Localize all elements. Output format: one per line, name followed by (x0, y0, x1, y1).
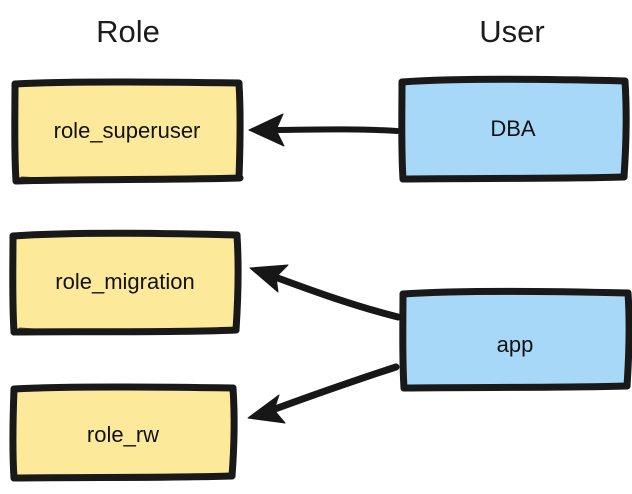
node-role-migration[interactable]: role_migration (9, 229, 242, 336)
node-role-migration-edge-right (232, 231, 242, 334)
node-dba-edge-left (398, 78, 407, 183)
node-role-rw[interactable]: role_rw (9, 383, 238, 482)
node-app-label: app (497, 332, 534, 357)
edge-app-to-role-migration-line (271, 273, 402, 321)
edge-app-to-role-rw-line (271, 363, 400, 413)
node-role-migration-edge-top (9, 229, 241, 240)
node-role-superuser-label: role_superuser (54, 118, 201, 143)
node-app[interactable]: app (399, 287, 632, 392)
edge-app-to-role-migration-arrowhead (249, 264, 289, 293)
node-role-rw-edge-top (10, 383, 237, 393)
node-role-rw-label: role_rw (87, 422, 159, 447)
node-role-migration-label: role_migration (55, 269, 194, 294)
node-role-superuser-edge-left (11, 80, 20, 185)
node-app-fill (404, 292, 628, 387)
node-role-superuser-edge-top (11, 78, 243, 88)
node-role-superuser[interactable]: role_superuser (11, 78, 244, 185)
node-dba-label: DBA (490, 116, 536, 141)
edge-app-to-role-migration (249, 264, 402, 321)
edge-app-to-role-rw-arrowhead (247, 394, 286, 424)
node-role-rw-edge-bottom-accent (20, 474, 230, 481)
node-app-edge-right (623, 289, 632, 390)
edge-dba-to-role-superuser-line (261, 126, 400, 134)
edge-dba-to-role-superuser-arrowhead (248, 113, 285, 147)
node-role-rw-edge-right (228, 384, 238, 480)
node-dba-edge-right (620, 77, 630, 181)
node-dba-fill (403, 80, 625, 178)
node-role-migration-fill (14, 234, 237, 331)
node-role-migration-edge-left (9, 232, 18, 336)
node-dba-edge-bottom-accent (407, 175, 622, 182)
node-dba[interactable]: DBA (398, 75, 630, 183)
node-app-edge-top (399, 287, 632, 298)
node-role-rw-fill (14, 387, 233, 477)
node-app-edge-left (399, 290, 408, 392)
node-role-superuser-edge-right (235, 80, 244, 182)
node-role-superuser-edge-bottom-accent (20, 176, 237, 183)
column-header-role: Role (96, 14, 160, 49)
node-app-edge-bottom-accent (408, 384, 625, 391)
node-role-superuser-fill (16, 83, 240, 180)
node-role-migration-edge-bottom-accent (18, 327, 234, 334)
column-header-user: User (479, 14, 544, 49)
node-dba-edge-top (398, 75, 629, 86)
edge-dba-to-role-superuser (248, 113, 400, 147)
node-role-rw-edge-left (9, 385, 18, 482)
edge-app-to-role-rw (247, 363, 400, 424)
